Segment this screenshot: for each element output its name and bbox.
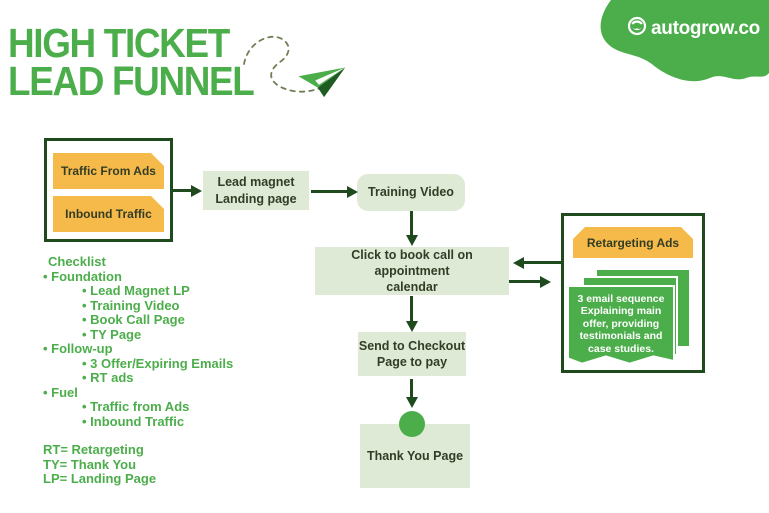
legend-line: TY= Thank You xyxy=(43,456,137,472)
checklist-item: Checklist xyxy=(48,254,106,269)
arrow-bookcall-to-checkout xyxy=(410,296,413,321)
legend-line: LP= Landing Page xyxy=(43,471,157,486)
checklist-item: • RT ads xyxy=(82,370,134,385)
retargeting-group-box: Retargeting Ads 3 email sequence Explain… xyxy=(561,213,705,373)
logo-blob-background xyxy=(600,0,769,82)
arrow-retargeting-to-bookcall xyxy=(524,261,561,264)
page-title-line1: HIGH TICKET xyxy=(8,20,230,66)
email-sequence-card-stack: 3 email sequence Explaining main offer, … xyxy=(567,268,701,372)
checklist-item: • TY Page xyxy=(82,326,142,342)
arrow-leadmagnet-to-training xyxy=(311,190,347,193)
checklist-item: • 3 Offer/Expiring Emails xyxy=(82,355,234,371)
retargeting-ads-label: Retargeting Ads xyxy=(586,235,680,250)
arrow-checkout-to-thankyou xyxy=(410,379,413,397)
traffic-from-ads-label: Traffic From Ads xyxy=(61,164,156,178)
funnel-end-dot xyxy=(399,411,425,437)
checklist-item: • Follow-up xyxy=(43,341,113,356)
inbound-traffic-label: Inbound Traffic xyxy=(65,207,152,221)
retargeting-ads-box: Retargeting Ads xyxy=(573,227,693,258)
book-call-box: Click to book call on appointment calend… xyxy=(315,247,509,295)
page-title-line2: LEAD FUNNEL xyxy=(8,58,255,104)
checklist-items: Checklist • Foundation • Lead Magnet LP … xyxy=(43,254,234,429)
checklist-item: • Book Call Page xyxy=(82,312,185,327)
checkout-box: Send to Checkout Page to pay xyxy=(358,332,466,376)
page-title: HIGH TICKET LEAD FUNNEL xyxy=(8,20,255,104)
traffic-sources-group-box: Traffic From Ads Inbound Traffic xyxy=(44,138,173,242)
legend-line: RT= Retargeting xyxy=(43,442,144,457)
arrow-training-to-bookcall xyxy=(410,211,413,235)
checklist-item: • Lead Magnet LP xyxy=(82,283,190,298)
training-video-box: Training Video xyxy=(357,174,465,211)
paper-plane-icon xyxy=(298,67,346,98)
arrow-sources-to-leadmagnet xyxy=(173,189,191,192)
checklist-item: • Foundation xyxy=(43,268,122,284)
inbound-traffic-box: Inbound Traffic xyxy=(53,196,164,232)
abbreviation-legend: RT= Retargeting TY= Thank You LP= Landin… xyxy=(43,442,233,487)
email-card-front: 3 email sequence Explaining main offer, … xyxy=(567,285,675,363)
dashed-squiggle-decoration xyxy=(243,35,331,93)
lead-magnet-landing-page-box: Lead magnet Landing page xyxy=(203,171,309,210)
checklist-item: • Fuel xyxy=(43,384,78,400)
traffic-from-ads-box: Traffic From Ads xyxy=(53,153,164,189)
checklist-item: • Inbound Traffic xyxy=(82,413,185,429)
arrow-bookcall-to-retargeting xyxy=(509,280,540,283)
autogrow-face-icon xyxy=(627,16,647,36)
checklist-section: Checklist • Foundation • Lead Magnet LP … xyxy=(43,254,234,487)
checklist-item: • Training Video xyxy=(82,297,180,313)
brand-logo-text: autogrow.co xyxy=(651,18,760,39)
checklist-item: • Traffic from Ads xyxy=(82,399,190,414)
